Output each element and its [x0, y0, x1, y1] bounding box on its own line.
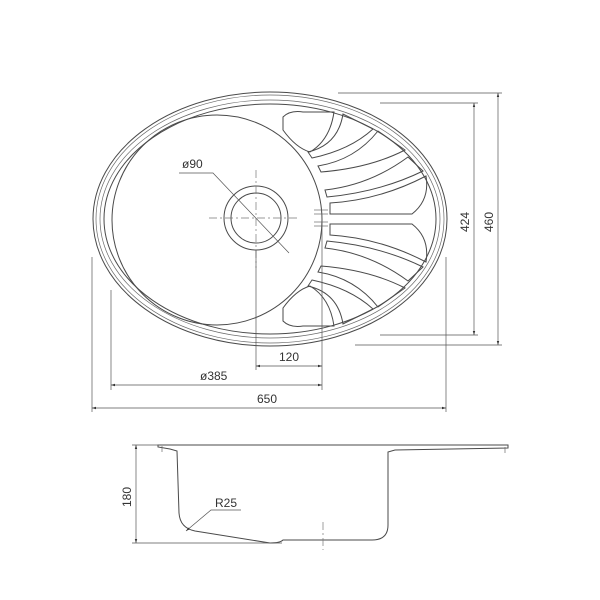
- dimension-corner-radius: R25: [185, 496, 241, 532]
- overall-width-label: 650: [257, 392, 277, 406]
- drain: [209, 170, 300, 268]
- plan-view: ø90 120 ø385 650 424 4: [91, 91, 502, 412]
- corner-radius-label: R25: [215, 496, 237, 510]
- bowl: [111, 114, 323, 326]
- dimension-overall-depth: 460: [338, 92, 502, 346]
- bowl-diameter-label: ø385: [200, 369, 228, 383]
- dimension-bowl-depth: 180: [120, 444, 282, 544]
- sink-outline: [92, 91, 448, 347]
- dimension-drain-diameter: ø90: [179, 157, 290, 254]
- inner-depth-label: 424: [458, 212, 472, 232]
- side-view: 180 R25: [120, 444, 509, 550]
- drain-offset-label: 120: [279, 350, 299, 364]
- dimension-overall-width: 650: [91, 257, 447, 412]
- dimension-drain-offset: 120: [255, 222, 323, 390]
- bowl-depth-label: 180: [120, 487, 134, 507]
- drainboard-ribs: [282, 111, 428, 327]
- drain-diameter-label: ø90: [182, 157, 203, 171]
- dimension-bowl-diameter: ø385: [110, 290, 322, 390]
- overall-depth-label: 460: [482, 212, 496, 232]
- dimension-inner-depth: 424: [380, 102, 478, 336]
